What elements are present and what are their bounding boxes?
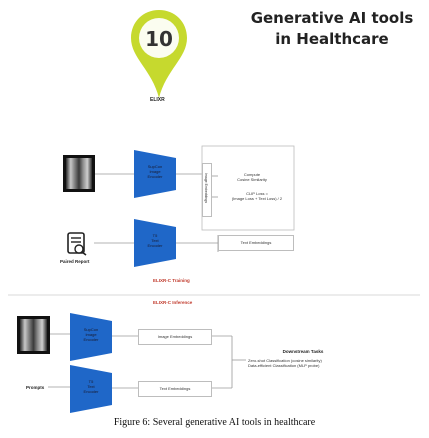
training-text-encoder-line3: Encoder bbox=[147, 243, 163, 248]
training-image-embeddings-box bbox=[202, 163, 212, 217]
paired-report-icon bbox=[66, 232, 88, 256]
downstream-line1: Zero-shot Classification (cosine similar… bbox=[248, 358, 322, 363]
clip-loss-label: CLIP Loss = (Image Loss + Text Loss) / 2 bbox=[222, 191, 292, 201]
inference-image-embeddings-box: Image Embeddings bbox=[138, 329, 212, 345]
training-xray-image bbox=[63, 155, 95, 192]
paired-report-label: Paired Report bbox=[60, 259, 90, 264]
map-pin-icon bbox=[131, 10, 187, 98]
clip-loss-line1: CLIP Loss = bbox=[246, 191, 268, 196]
training-text-encoder: T5 Text Encoder bbox=[134, 219, 176, 267]
inference-text-encoder-line1: T5 bbox=[88, 379, 94, 384]
inference-image-embeddings-label: Image Embeddings bbox=[157, 334, 193, 339]
training-text-embeddings-box: Text Embeddings bbox=[218, 235, 294, 251]
training-image-encoder: SupCon Image Encoder bbox=[134, 150, 176, 198]
inference-image-encoder-line3: Encoder bbox=[83, 337, 99, 342]
training-text-embeddings-label: Text Embeddings bbox=[240, 240, 272, 245]
compute-line1: Compute bbox=[243, 172, 261, 177]
inference-text-encoder-line2: Text bbox=[87, 384, 95, 389]
training-text-encoder-line1: T5 bbox=[152, 233, 158, 238]
downstream-tasks: Downstream Tasks Zero-shot Classificatio… bbox=[248, 349, 358, 368]
page-title: Generative AI tools in Healthcare bbox=[247, 8, 417, 50]
inference-text-encoder: T5 Text Encoder bbox=[70, 365, 112, 413]
title-line-2: in Healthcare bbox=[275, 30, 389, 48]
clip-loss-line2: (Image Loss + Text Loss) / 2 bbox=[231, 196, 283, 201]
inference-image-encoder-line2: Image bbox=[85, 332, 97, 337]
training-text-encoder-line2: Text bbox=[151, 238, 159, 243]
downstream-title: Downstream Tasks bbox=[282, 349, 324, 354]
inference-image-encoder: SupCon Image Encoder bbox=[70, 313, 112, 361]
inference-text-encoder-line3: Encoder bbox=[83, 389, 99, 394]
title-line-1: Generative AI tools bbox=[250, 9, 414, 27]
inference-text-embeddings-box: Text Embeddings bbox=[138, 381, 212, 397]
prompts-label: Prompts bbox=[26, 385, 45, 390]
inference-section-label: ELIXR-C Inference bbox=[153, 300, 193, 305]
compute-label: Compute Cosine Similarity bbox=[222, 172, 282, 182]
downstream-line2: Data-efficient Classification (MLP probe… bbox=[248, 363, 320, 368]
number-badge: 10 bbox=[128, 8, 190, 100]
training-section-label: ELIXR-C Training bbox=[153, 278, 190, 283]
badge-number: 10 bbox=[145, 27, 173, 51]
training-image-encoder-line3: Encoder bbox=[147, 174, 163, 179]
compute-line2: Cosine Similarity bbox=[237, 177, 267, 182]
inference-text-embeddings-label: Text Embeddings bbox=[159, 386, 191, 391]
training-image-embeddings-label: Image Embeddings bbox=[204, 172, 208, 204]
training-image-encoder-line2: Image bbox=[149, 169, 161, 174]
inference-xray-image bbox=[17, 316, 50, 354]
figure-caption: Figure 6: Several generative AI tools in… bbox=[113, 417, 316, 428]
inference-image-encoder-line1: SupCon bbox=[83, 327, 99, 332]
training-image-encoder-line1: SupCon bbox=[147, 164, 163, 169]
elixr-label: ELIXR bbox=[150, 97, 165, 103]
